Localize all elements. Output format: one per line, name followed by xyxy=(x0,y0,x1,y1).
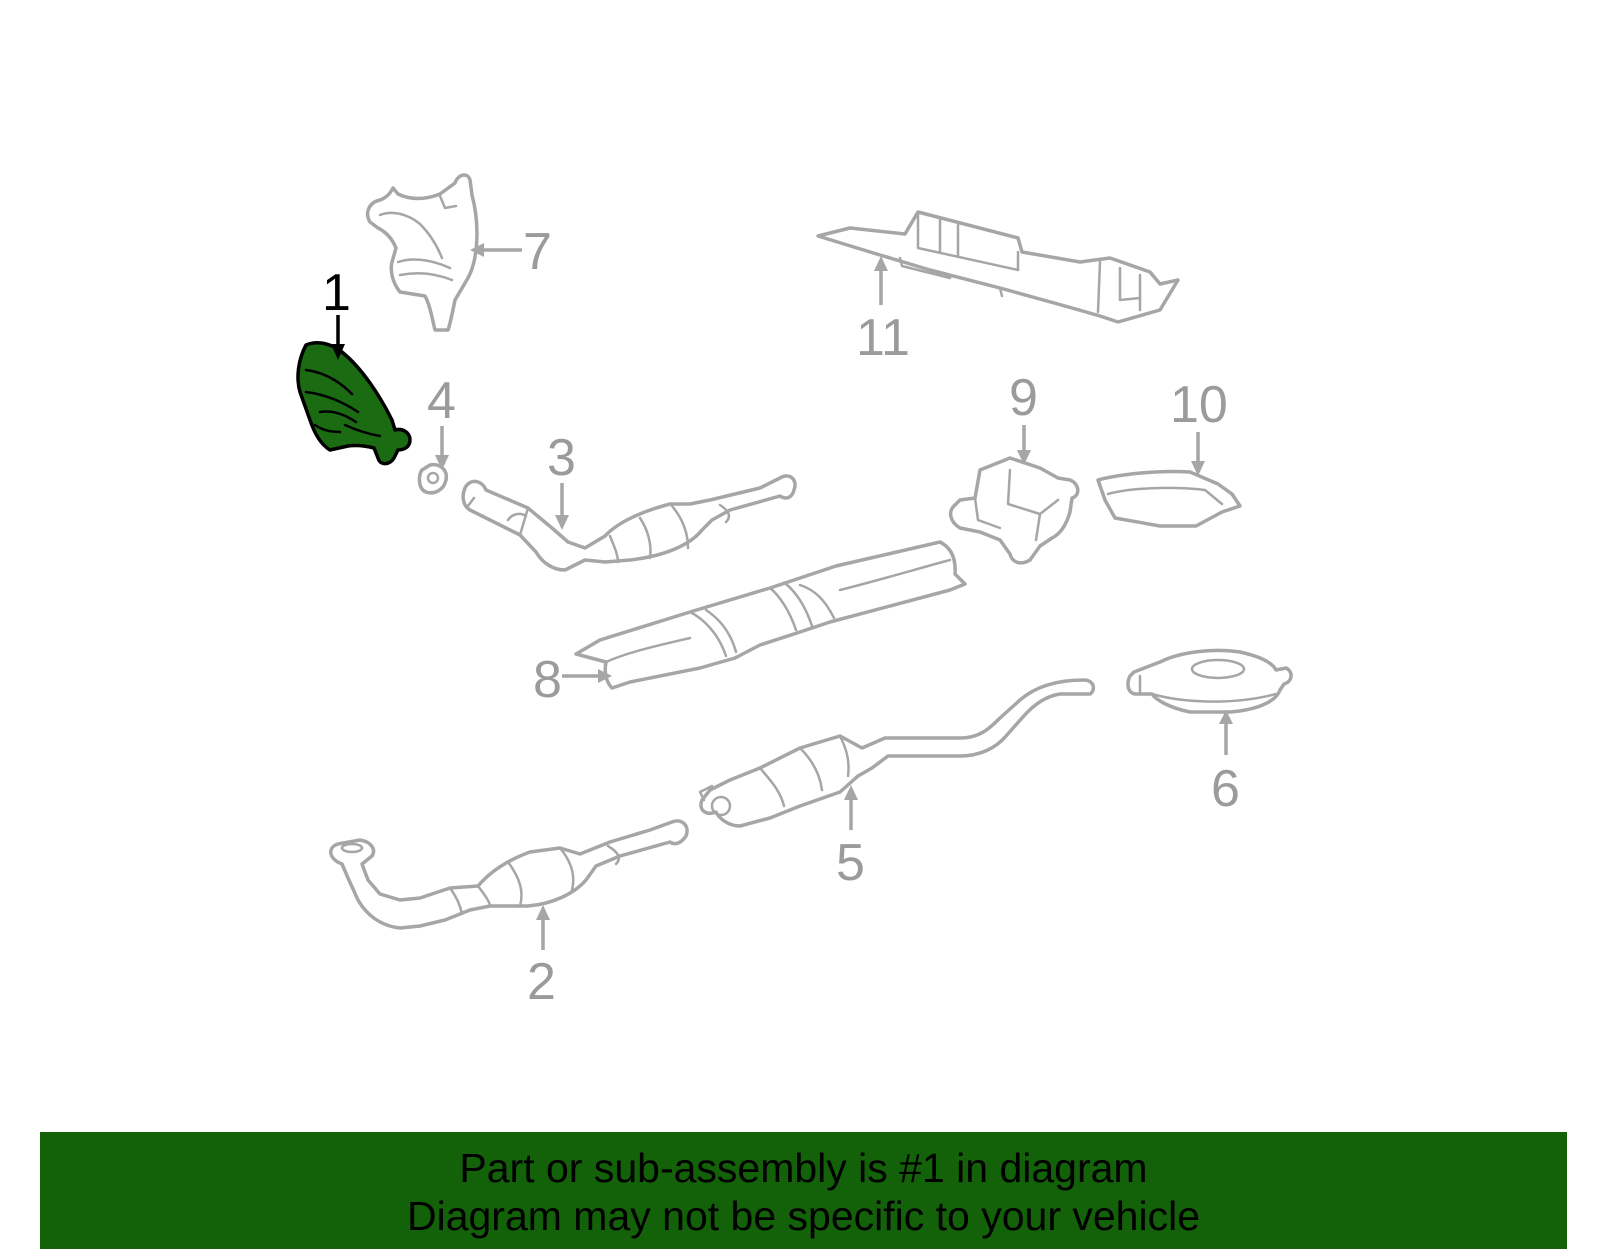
callout-6: 6 xyxy=(1211,710,1240,818)
callout-7: 7 xyxy=(470,223,552,281)
callout-11: 11 xyxy=(856,256,910,367)
footer-line-part-number: Part or sub-assembly is #1 in diagram xyxy=(459,1145,1148,1191)
part-1-exhaust-manifold[interactable] xyxy=(296,341,412,466)
footer-line-disclaimer: Diagram may not be specific to your vehi… xyxy=(406,1193,1200,1239)
svg-text:8: 8 xyxy=(533,651,562,709)
callout-2: 2 xyxy=(527,905,556,1011)
callout-5: 5 xyxy=(836,785,865,892)
svg-text:1: 1 xyxy=(322,264,351,322)
part-6-muffler[interactable] xyxy=(1126,648,1293,714)
callout-9: 9 xyxy=(1009,369,1038,465)
callout-10: 10 xyxy=(1170,376,1228,476)
part-8-tunnel-heat-shield[interactable] xyxy=(574,540,967,690)
part-11-floor-heat-shield[interactable] xyxy=(816,210,1180,324)
part-10-heat-shield[interactable] xyxy=(1096,469,1242,528)
svg-text:6: 6 xyxy=(1211,760,1240,818)
svg-text:5: 5 xyxy=(836,834,865,892)
svg-text:11: 11 xyxy=(856,309,910,367)
svg-text:3: 3 xyxy=(547,429,576,487)
part-4-gasket[interactable] xyxy=(417,462,449,495)
exhaust-parts-diagram: 1 7 4 3 11 9 10 8 6 xyxy=(296,173,1293,1011)
part-5-rear-pipe[interactable] xyxy=(698,678,1096,828)
part-2-front-pipe-converter[interactable] xyxy=(329,819,689,930)
callout-8: 8 xyxy=(533,651,612,709)
part-7-heat-shield[interactable] xyxy=(365,173,479,332)
callout-3: 3 xyxy=(547,429,576,530)
part-3-front-pipe[interactable] xyxy=(461,474,797,572)
svg-text:4: 4 xyxy=(427,372,456,430)
callout-1: 1 xyxy=(322,264,351,360)
part-9-heat-shield[interactable] xyxy=(948,456,1080,565)
svg-text:9: 9 xyxy=(1009,369,1038,427)
footer-banner: Part or sub-assembly is #1 in diagram Di… xyxy=(40,1132,1567,1249)
callout-4: 4 xyxy=(427,372,456,470)
svg-text:2: 2 xyxy=(527,953,556,1011)
svg-text:7: 7 xyxy=(523,223,552,281)
svg-text:10: 10 xyxy=(1170,376,1228,434)
